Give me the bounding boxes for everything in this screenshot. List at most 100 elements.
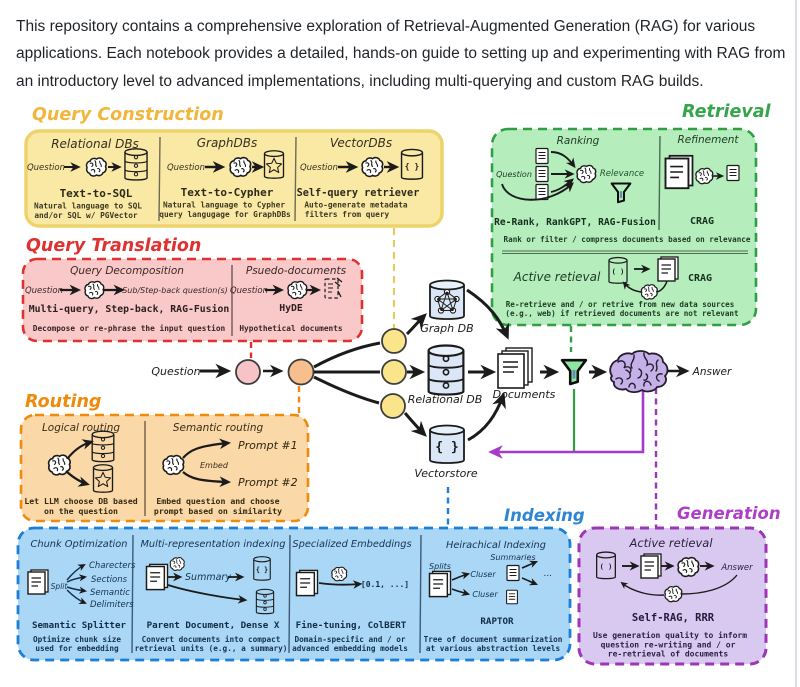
indexing-chunk-branch4: Delimiters bbox=[90, 600, 134, 610]
list-page-icon bbox=[535, 147, 549, 165]
qt-decomposition-desc: Decompose or re-phrase the input questio… bbox=[33, 324, 226, 333]
indexing-box bbox=[16, 526, 572, 662]
document-pages-icon bbox=[295, 569, 319, 597]
graph-db-icon bbox=[429, 279, 465, 320]
list-page-icon bbox=[506, 564, 520, 582]
brain-icon bbox=[84, 280, 105, 300]
brain-icon bbox=[361, 156, 384, 178]
section-generation: Generation Active retieval ( ) Answer Se… bbox=[577, 504, 781, 666]
flow-arrow bbox=[66, 589, 87, 605]
indexing-specialized-desc1: Domain-specific and / or bbox=[294, 635, 405, 644]
query-construction-title: Query Construction bbox=[32, 105, 224, 125]
flow-arrow bbox=[66, 471, 90, 487]
indexing-chunk-branch3: Semantic bbox=[90, 588, 130, 598]
intro-line-3: an introductory level to advanced implem… bbox=[16, 72, 704, 90]
qt-pseudo-header: Psuedo-documents bbox=[246, 265, 347, 277]
node-query-translation bbox=[235, 359, 261, 385]
retrieval-refinement-header: Refinement bbox=[677, 134, 739, 146]
indexing-hierarchical-header: Heirachical Indexing bbox=[446, 540, 546, 551]
qc-relational-desc2: and/or SQL w/ PGVector bbox=[34, 211, 138, 220]
retrieval-ranking-method: Re-Rank, RankGPT, RAG-Fusion bbox=[494, 216, 656, 228]
qc-vector-method: Self-query retriever bbox=[297, 187, 420, 199]
sketch-line bbox=[313, 375, 380, 405]
document-pages-icon bbox=[145, 563, 169, 591]
indexing-chunk-branch1: Charecters bbox=[89, 561, 136, 571]
routing-semantic-desc1: Embed question and choose bbox=[156, 496, 279, 506]
section-query-construction: Query Construction Relational DBs Questi… bbox=[24, 105, 444, 228]
indexing-multi-braces: { } bbox=[256, 566, 268, 574]
routing-semantic-embed: Embed bbox=[200, 461, 229, 470]
flow-arrow bbox=[466, 288, 510, 340]
flow-arrow bbox=[521, 560, 539, 569]
flow-arrow bbox=[66, 574, 88, 583]
query-translation-title: Query Translation bbox=[26, 236, 201, 256]
feedback-line-purple bbox=[488, 391, 645, 459]
generation-desc2: question re-writing and / or bbox=[601, 640, 736, 650]
generation-active-header: Active retieval bbox=[628, 536, 713, 550]
central-flow: Question Graph DB Relational DB bbox=[151, 228, 732, 527]
column-divider bbox=[294, 136, 297, 222]
intro-paragraph: This repository contains a comprehensive… bbox=[16, 13, 785, 95]
indexing-multi-header: Multi-representation indexing bbox=[140, 539, 285, 550]
filter-funnel-icon bbox=[560, 358, 588, 386]
qc-vector-desc2: filters from query bbox=[305, 210, 390, 219]
flow-arrow bbox=[521, 577, 539, 586]
qc-relational-method: Text-to-SQL bbox=[60, 187, 133, 200]
intro-line-1: This repository contains a comprehensive… bbox=[16, 18, 756, 35]
column-divider bbox=[131, 534, 134, 654]
retrieval-active-desc2: (e.g., web) if retrieved documents are n… bbox=[505, 309, 738, 318]
flow-arrow bbox=[66, 563, 86, 581]
indexing-hierarchical-cluster2: Cluser bbox=[472, 590, 498, 599]
qt-decomposition-question: Question bbox=[25, 286, 63, 296]
qc-graph-desc2: query langugage for GraphDBs bbox=[159, 210, 291, 219]
generation-braces: ( ) bbox=[600, 563, 613, 571]
brain-icon bbox=[695, 167, 714, 185]
list-page-icon bbox=[535, 165, 549, 183]
flow-answer-label: Answer bbox=[692, 366, 732, 378]
brain-icon bbox=[576, 164, 597, 184]
list-page-icon bbox=[726, 164, 740, 182]
routing-semantic-column: Semantic routing Prompt #1 Embed Prompt … bbox=[154, 422, 298, 516]
vectorstore-label: Vectorstore bbox=[414, 467, 478, 480]
indexing-multi-column: Multi-representation indexing Summary { … bbox=[135, 539, 288, 653]
node-construction-graph bbox=[381, 328, 407, 354]
retrieval-title: Retrieval bbox=[682, 102, 772, 122]
list-page-icon bbox=[506, 589, 518, 605]
flow-arrow bbox=[451, 571, 471, 581]
relational-db-icon bbox=[427, 344, 465, 396]
routing-logical-desc1: Let LLM choose DB based bbox=[24, 496, 137, 506]
column-divider bbox=[288, 534, 291, 654]
section-indexing: Indexing Chunk Optimization Split Charec… bbox=[16, 506, 585, 662]
retrieval-mid-desc: Rank or filter / compress documents base… bbox=[504, 235, 751, 244]
qc-graph-method: Text-to-Cypher bbox=[181, 186, 274, 199]
flow-arrow bbox=[318, 580, 363, 589]
qt-decomposition-output: Sub/Step-back question(s) bbox=[122, 286, 228, 295]
indexing-hierarchical-desc2: at various abstraction levels bbox=[426, 644, 560, 653]
document-pages-icon bbox=[664, 154, 694, 190]
qc-graph-header: GraphDBs bbox=[197, 136, 258, 150]
indexing-chunk-desc2: used for embedding bbox=[35, 644, 119, 653]
qc-graph-desc1: Natural language to Cypher bbox=[163, 201, 285, 210]
qt-pseudo-question: Question bbox=[230, 286, 268, 296]
sketch-line bbox=[656, 280, 668, 293]
indexing-chunk-desc1: Optimize chunk size bbox=[33, 635, 121, 644]
documents-label: Documents bbox=[493, 388, 556, 401]
column-divider bbox=[419, 534, 422, 654]
brain-icon bbox=[287, 280, 308, 300]
shape bbox=[429, 424, 465, 436]
document-pages-icon bbox=[657, 256, 679, 282]
indexing-hierarchical-method: RAPTOR bbox=[480, 616, 514, 627]
qc-relational-column: Relational DBs Question Text-to-SQL Natu… bbox=[27, 137, 148, 220]
retrieval-ranking: Ranking Question Relevance Re-Rank, Rank… bbox=[494, 135, 656, 228]
qc-graph-column: GraphDBs Question Text-to-Cypher Natural… bbox=[159, 136, 291, 219]
qt-decomposition-header: Query Decomposition bbox=[70, 265, 184, 277]
flow-arrow bbox=[403, 412, 427, 437]
content-right-border bbox=[795, 0, 797, 687]
indexing-specialized-method: Fine-tuning, ColBERT bbox=[296, 620, 407, 631]
relational-db-label: Relational DB bbox=[408, 393, 483, 406]
section-routing: Routing Logical routing Let LLM choose D… bbox=[19, 392, 310, 523]
retrieval-active-method: CRAG bbox=[688, 273, 712, 284]
brain-icon bbox=[229, 156, 252, 178]
indexing-hierarchical-column: Heirachical Indexing Summaries Splits Cl… bbox=[424, 540, 563, 653]
indexing-specialized-column: Specialized Embeddings [0.1, ...] Fine-t… bbox=[292, 539, 411, 653]
